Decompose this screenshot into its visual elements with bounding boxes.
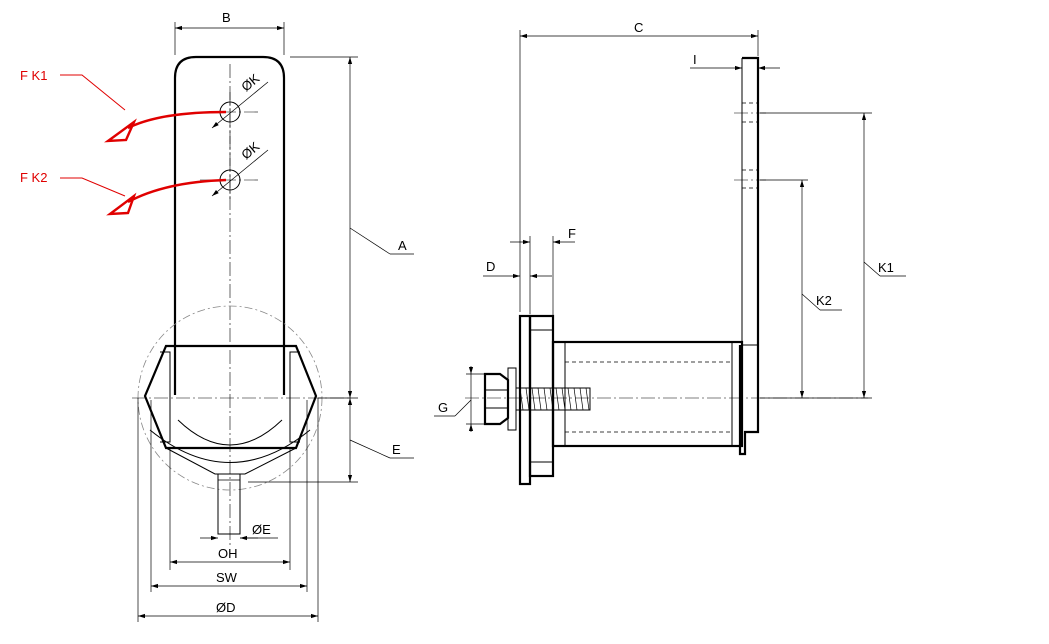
side-body bbox=[551, 340, 744, 448]
dim-d-label: D bbox=[486, 259, 495, 274]
dim-oe-label: ØE bbox=[252, 522, 271, 537]
dim-c-label: C bbox=[634, 20, 643, 35]
dim-k1-label: K1 bbox=[878, 260, 894, 275]
side-view: C I F D K1 K2 G bbox=[434, 20, 906, 486]
lever-arm bbox=[173, 55, 286, 395]
force-k1-arrow bbox=[60, 74, 227, 143]
side-bolt bbox=[483, 372, 510, 426]
dim-i-label: I bbox=[693, 52, 697, 67]
dim-k2-label: K2 bbox=[816, 293, 832, 308]
dim-oh-label: OH bbox=[218, 546, 238, 561]
force-k2-arrow bbox=[60, 177, 227, 216]
dim-f-label: F bbox=[568, 226, 576, 241]
force-k1-label: F K1 bbox=[20, 68, 47, 83]
dim-g-label: G bbox=[438, 400, 448, 415]
shaft bbox=[217, 473, 241, 535]
side-lever bbox=[738, 56, 760, 456]
dim-ok1-label: ØK bbox=[238, 71, 262, 95]
dim-a-label: A bbox=[398, 238, 407, 253]
dim-od-label: ØD bbox=[216, 600, 236, 615]
dim-b-label: B bbox=[222, 10, 231, 25]
dim-sw-label: SW bbox=[216, 570, 238, 585]
dim-ok2-label: ØK bbox=[238, 139, 262, 163]
force-k2-label: F K2 bbox=[20, 170, 47, 185]
front-view: B A E ØE OH SW ØD ØK bbox=[20, 10, 414, 622]
dim-e-label: E bbox=[392, 442, 401, 457]
